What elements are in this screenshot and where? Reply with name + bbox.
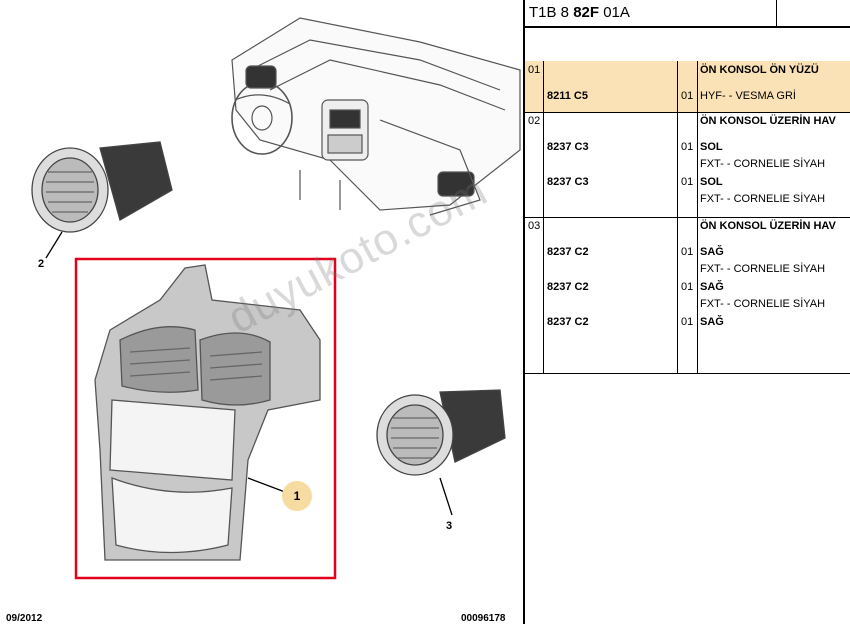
quantity: 01: [681, 140, 694, 153]
quantity: 01: [681, 280, 694, 293]
column-divider: [543, 61, 544, 112]
part-description: FXT- - CORNELIE SİYAH: [700, 158, 826, 170]
part-number: 8211 C5: [547, 89, 588, 102]
part-description: FXT- - CORNELIE SİYAH: [700, 263, 826, 275]
part-description: FXT- - CORNELIE SİYAH: [700, 298, 826, 310]
reference-header: T1B 8 82F 01A: [525, 0, 850, 28]
part-number: 8237 C3: [547, 175, 589, 188]
part-description: FXT- - CORNELIE SİYAH: [700, 193, 826, 205]
reference-separator: [776, 0, 777, 26]
footer-date: 09/2012: [6, 613, 43, 624]
illustration-panel: 2 3 1 duyukoto.com 09/2012 00096178: [6, 17, 521, 624]
column-divider: [543, 112, 544, 217]
table-bottom-line: [525, 373, 850, 374]
parts-table: T1B 8 82F 01A 01 ÖN KONSOL ÖN YÜZÜ 8211 C5…: [525, 0, 850, 624]
column-divider: [677, 217, 678, 373]
row-index: 03: [528, 220, 541, 232]
footer-code: 00096178: [461, 613, 506, 624]
quantity: 01: [681, 89, 694, 102]
vent-left-drawing: [31, 141, 173, 259]
reference-prefix: T1B 8: [529, 4, 574, 21]
part-number: 8237 C2: [547, 315, 589, 328]
part-description: SAĞ: [700, 315, 724, 328]
column-divider: [697, 61, 698, 112]
column-divider: [677, 61, 678, 112]
part-description: SOL: [700, 175, 723, 188]
column-divider: [697, 217, 698, 373]
reference-spacer: [525, 28, 850, 63]
column-divider: [677, 112, 678, 217]
quantity: 01: [681, 175, 694, 188]
dashboard-drawing: [231, 17, 521, 216]
column-divider: [697, 112, 698, 217]
panel-divider: [523, 0, 525, 624]
quantity: 01: [681, 245, 694, 258]
part-description: SAĞ: [700, 280, 724, 293]
reference-bold: 82F: [573, 4, 600, 21]
part-description: HYF- - VESMA GRİ: [700, 89, 796, 102]
part-number: 8237 C3: [547, 140, 589, 153]
reference-suffix: 01A: [599, 4, 630, 21]
callout-3: 3: [446, 520, 453, 532]
row-index: 01: [528, 64, 541, 76]
part-description: SAĞ: [700, 245, 724, 258]
quantity: 01: [681, 315, 694, 328]
console-trim-drawing: [94, 264, 321, 561]
part-description: ÖN KONSOL ÜZERİN HAV: [700, 115, 836, 127]
column-divider: [543, 217, 544, 373]
callout-2: 2: [38, 258, 45, 270]
part-number: 8237 C2: [547, 280, 589, 293]
row-index: 02: [528, 115, 541, 127]
highlight-frame: [74, 257, 337, 580]
part-number: 8237 C2: [547, 245, 589, 258]
part-description: ÖN KONSOL ÖN YÜZÜ: [700, 64, 819, 76]
part-description: ÖN KONSOL ÜZERİN HAV: [700, 220, 836, 232]
part-description: SOL: [700, 140, 723, 153]
callout-1: 1: [282, 481, 312, 511]
parts-illustration: [31, 17, 521, 580]
reference-code: T1B 8 82F 01A: [529, 4, 630, 21]
vent-right-drawing: [376, 389, 506, 516]
